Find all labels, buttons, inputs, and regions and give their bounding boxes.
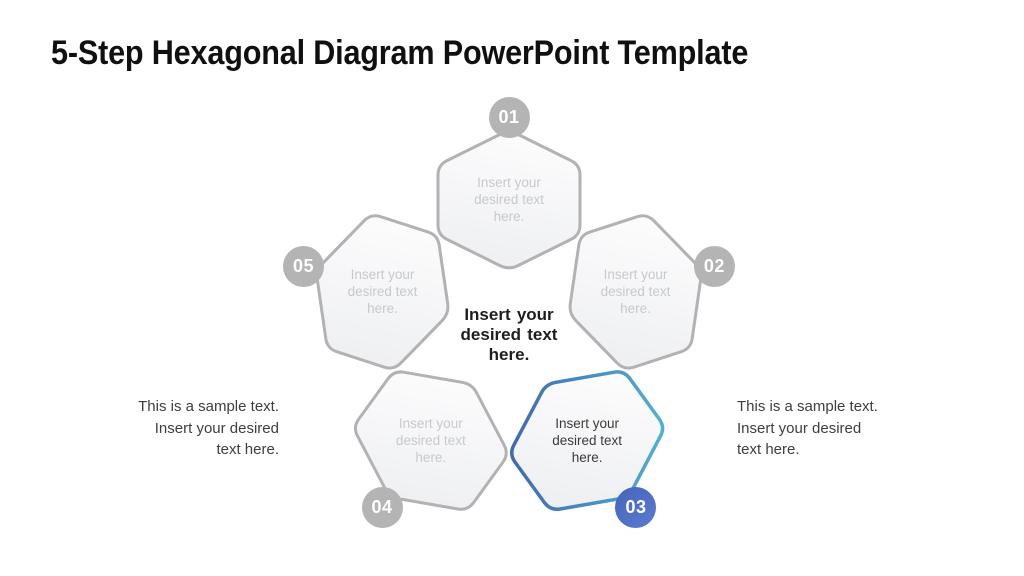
hexagon-text-03: Insert your desired text here. <box>552 415 623 465</box>
hexagon-step-02 <box>568 214 703 370</box>
left-sample-text: This is a sample text. Insert your desir… <box>138 398 279 458</box>
diagram-center-text: Insert your desired text here. <box>460 305 558 364</box>
hexagon-text-02: Insert your desired text here. <box>600 266 671 316</box>
hexagon-text-01: Insert your desired text here. <box>474 175 544 224</box>
step-badge-04: 04 <box>361 487 403 529</box>
hexagon-step-01 <box>436 130 582 270</box>
hexagon-text-04: Insert your desired text here. <box>395 415 466 465</box>
step-badge-02: 02 <box>693 245 735 287</box>
step-badge-03: 03 <box>615 487 657 529</box>
hexagon-step-05 <box>315 214 450 370</box>
hexagon-step-04 <box>353 370 508 511</box>
hexagon-text-05: Insert your desired text here. <box>347 266 418 316</box>
right-sample-text: This is a sample text. Insert your desir… <box>737 398 878 458</box>
step-badge-05: 05 <box>283 245 325 287</box>
slide-title: 5-Step Hexagonal Diagram PowerPoint Temp… <box>51 34 749 72</box>
step-badge-01: 01 <box>488 96 530 138</box>
hexagon-step-03 <box>510 370 665 511</box>
